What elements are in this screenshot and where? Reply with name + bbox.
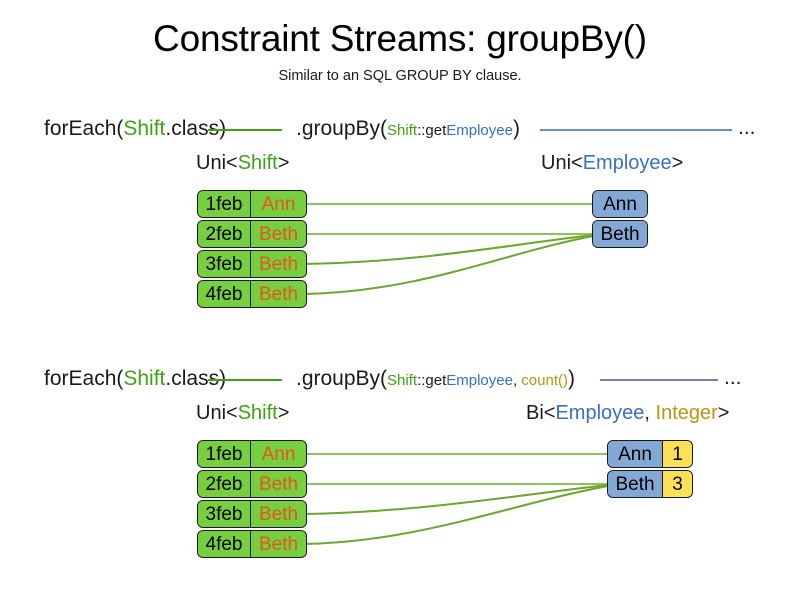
fact-date: 1feb [198,441,250,467]
link-group-groupby-count [302,453,609,545]
page-subtitle: Similar to an SQL GROUP BY clause. [278,68,522,84]
pipeline-row-groupby-single: forEach(Shift.class) .groupBy(Shift::get… [0,114,800,148]
source-prefix: forEach( [44,367,124,390]
fact-date: 3feb [198,251,250,277]
type-prefix: Uni< [196,402,238,424]
left-type-label-groupby-count: Uni<Shift> [196,402,289,425]
op-suffix: ) [567,367,575,390]
type-suffix: > [277,152,290,174]
link-group-groupby-single [302,203,594,295]
groupby-expression: .groupBy(Shift::getEmployee) [296,116,520,144]
fact-date: 4feb [198,281,250,307]
fact-box[interactable]: 2feb Beth [197,220,307,248]
fact-box[interactable]: 3feb Beth [197,500,307,528]
source-suffix: .class) [165,367,227,390]
op-arg-separator: , [512,372,522,389]
group-box[interactable]: Beth [592,220,648,248]
fact-employee: Beth [250,471,306,497]
stream-connector-purple [600,379,718,381]
link-line [302,485,609,545]
type-suffix: > [277,402,290,424]
type-generic: Employee [582,152,672,174]
source-expression: forEach(Shift.class) [44,366,226,392]
right-type-label-groupby-single: Uni<Employee> [541,152,683,175]
type-prefix: Uni< [541,152,583,174]
type-generic-2: Integer [655,402,718,424]
source-expression: forEach(Shift.class) [44,116,226,142]
op-suffix: ) [512,117,520,140]
fact-date: 3feb [198,501,250,527]
fact-box[interactable]: 2feb Beth [197,470,307,498]
group-count: 1 [662,441,692,467]
group-box[interactable]: Beth 3 [607,470,693,498]
link-line [302,234,594,265]
pipeline-ellipsis: ... [738,116,756,139]
type-separator: , [644,402,656,424]
fact-box[interactable]: 1feb Ann [197,190,307,218]
op-arg-type: Shift [387,372,418,389]
page-title: Constraint Streams: groupBy() [153,18,647,59]
source-suffix: .class) [165,117,227,140]
source-prefix: forEach( [44,117,124,140]
type-suffix: > [717,402,730,424]
type-generic: Shift [237,152,278,174]
fact-employee: Beth [250,531,306,557]
op-arg-type: Shift [387,122,418,139]
op-arg-collector: count() [521,372,568,389]
group-employee: Ann [593,191,647,217]
fact-box[interactable]: 4feb Beth [197,280,307,308]
source-type: Shift [123,367,166,390]
pipeline-row-groupby-count: forEach(Shift.class) .groupBy(Shift::get… [0,364,800,398]
op-prefix: .groupBy( [296,117,388,140]
fact-box[interactable]: 3feb Beth [197,250,307,278]
stream-connector-blue [540,129,732,131]
left-type-label-groupby-single: Uni<Shift> [196,152,289,175]
pipeline-ellipsis: ... [724,366,742,389]
fact-employee: Beth [250,251,306,277]
stream-connector-green [208,129,282,131]
type-generic: Shift [237,402,278,424]
fact-employee: Beth [250,501,306,527]
group-box[interactable]: Ann 1 [607,440,693,468]
fact-date: 2feb [198,471,250,497]
fact-employee: Ann [250,191,306,217]
group-box[interactable]: Ann [592,190,648,218]
type-suffix: > [671,152,684,174]
op-arg-method-sep: ::get [417,372,447,389]
group-count: 3 [662,471,692,497]
group-employee: Ann [608,441,662,467]
fact-employee: Beth [250,221,306,247]
type-generic: Employee [555,402,645,424]
stream-connector-green [208,379,282,381]
fact-employee: Ann [250,441,306,467]
op-prefix: .groupBy( [296,367,388,390]
link-line [302,484,609,515]
fact-box[interactable]: 4feb Beth [197,530,307,558]
op-arg-method-target: Employee [446,372,513,389]
type-prefix: Bi< [526,402,556,424]
source-type: Shift [123,117,166,140]
type-prefix: Uni< [196,152,238,174]
fact-date: 2feb [198,221,250,247]
fact-box[interactable]: 1feb Ann [197,440,307,468]
op-arg-method-sep: ::get [417,122,447,139]
groupby-expression: .groupBy(Shift::getEmployee, count()) [296,366,575,394]
fact-employee: Beth [250,281,306,307]
right-type-label-groupby-count: Bi<Employee, Integer> [526,402,729,425]
fact-date: 1feb [198,191,250,217]
group-employee: Beth [593,221,647,247]
op-arg-method-target: Employee [446,122,513,139]
link-line [302,235,594,295]
fact-date: 4feb [198,531,250,557]
group-employee: Beth [608,471,662,497]
